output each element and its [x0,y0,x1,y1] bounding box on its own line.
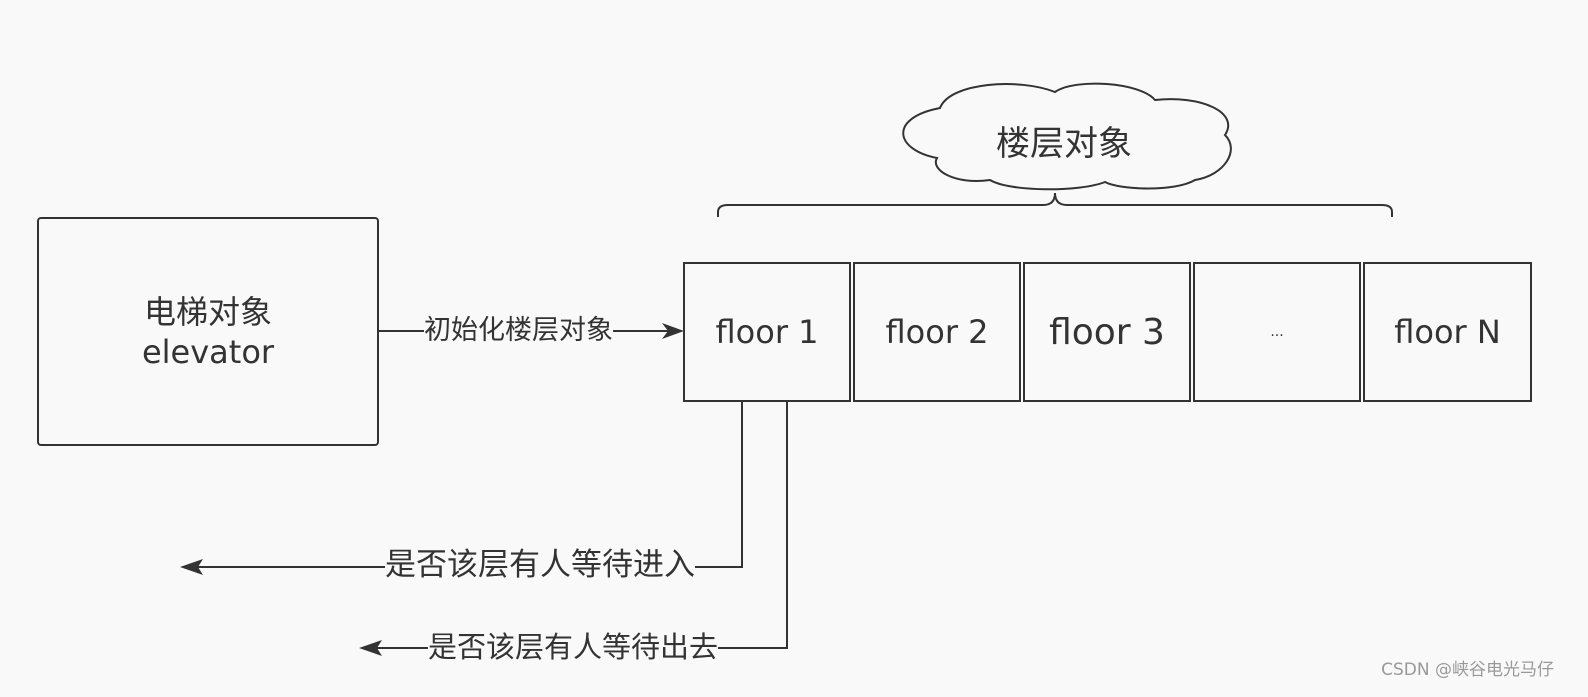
floor-box-3: floor 3 [1023,262,1191,402]
floor-label: ... [1270,324,1284,340]
watermark: CSDN @峡谷电光马仔 [1381,660,1554,680]
floor-objects-cloud [902,82,1232,191]
wait-exit-arrow-line [377,402,788,649]
floor-label: floor 2 [885,313,989,351]
wait-enter-arrow-label: 是否该层有人等待进入 [385,547,695,583]
floor-box-ellipsis: ... [1193,262,1361,402]
floor-box-1: floor 1 [683,262,851,402]
elevator-label-cn: 电梯对象 [143,292,272,331]
wait-enter-arrow-head [180,559,203,575]
wait-enter-arrow-line [198,402,743,568]
floor-box-2: floor 2 [853,262,1021,402]
floor-objects-brace [717,192,1393,217]
init-arrow-label: 初始化楼层对象 [424,315,613,346]
elevator-object-box: 电梯对象 elevator [37,217,379,446]
floor-label: floor 3 [1049,311,1165,353]
init-arrow-head [662,323,684,339]
floor-label: floor 1 [715,313,819,351]
floor-label: floor N [1394,313,1501,351]
floor-objects-label: 楼层对象 [996,124,1132,164]
wait-exit-arrow-label: 是否该层有人等待出去 [428,630,719,664]
floor-box-n: floor N [1363,262,1532,402]
elevator-label-en: elevator [141,332,275,371]
wait-exit-arrow-head [359,640,382,656]
